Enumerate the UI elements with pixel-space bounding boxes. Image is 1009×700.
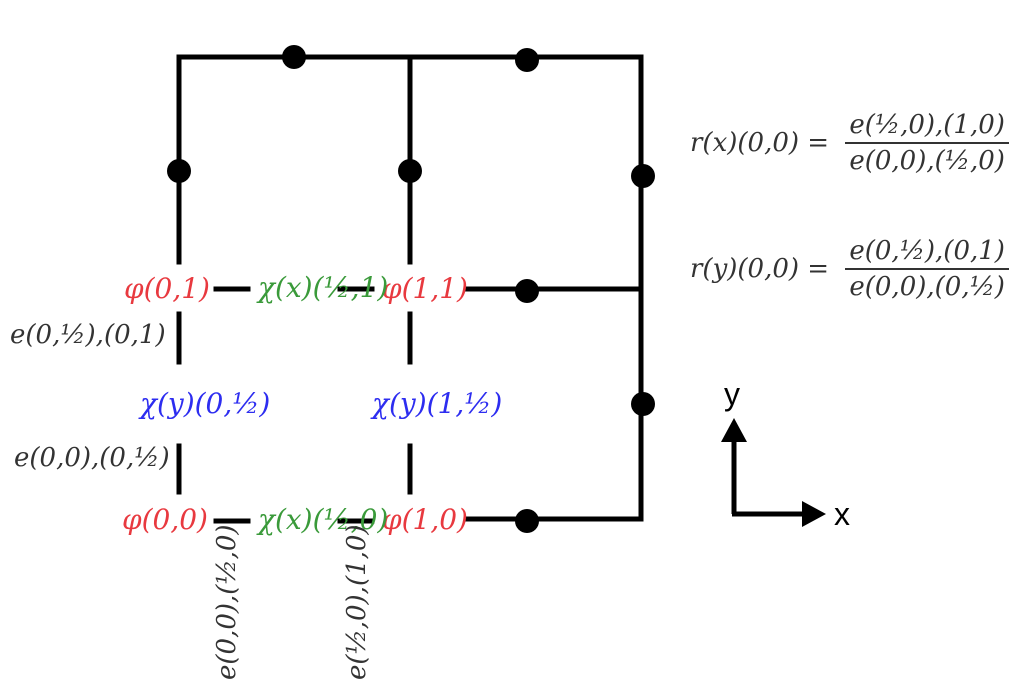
edge-00-0half-label: e(0,0),(0,½) [14, 443, 170, 473]
node-dot [631, 392, 655, 416]
ry-fraction: e(0,½),(0,1) e(0,0),(0,½) [845, 238, 1009, 300]
node-dot [515, 48, 539, 72]
edge-0half-01-label: e(0,½),(0,1) [10, 320, 166, 350]
ry-denominator: e(0,0),(0,½) [849, 272, 1005, 302]
chi-y-0-half-label: χ(y)(0,½) [140, 387, 271, 420]
node-dot [515, 509, 539, 533]
chi-y-1-half-label: χ(y)(1,½) [372, 387, 503, 420]
rx-fraction: e(½,0),(1,0) e(0,0),(½,0) [845, 112, 1009, 174]
rx-numerator: e(½,0),(1,0) [845, 112, 1009, 144]
edge-half0-10-label: e(½,0),(1,0) [342, 524, 372, 680]
rx-formula: r(x)(0,0) = e(½,0),(1,0) e(0,0),(½,0) [690, 112, 1009, 174]
rx-lhs: r(x)(0,0) = [690, 128, 830, 158]
node-dot [282, 45, 306, 69]
y-axis-label: y [724, 376, 740, 412]
chi-x-half-0-label: χ(x)(½,0) [258, 503, 389, 536]
frame-top-left [176, 54, 644, 522]
axes [721, 418, 826, 527]
node-dot [515, 279, 539, 303]
x-axis-label: x [834, 496, 850, 532]
node-dot [167, 159, 191, 183]
phi-1-0-label: φ(1,0) [382, 503, 468, 536]
x-arrow-head [802, 501, 826, 527]
ry-formula: r(y)(0,0) = e(0,½),(0,1) e(0,0),(0,½) [690, 238, 1009, 300]
node-dot [398, 159, 422, 183]
phi-1-1-label: φ(1,1) [382, 272, 468, 305]
y-arrow-head [721, 418, 747, 442]
lattice-diagram [167, 45, 826, 533]
phi-0-1-label: φ(0,1) [124, 272, 210, 305]
phi-0-0-label: φ(0,0) [122, 503, 208, 536]
rx-denominator: e(0,0),(½,0) [849, 146, 1005, 176]
node-dot [631, 164, 655, 188]
chi-x-half-1-label: χ(x)(½,1) [258, 271, 389, 304]
edge-00-half0-label: e(0,0),(½,0) [212, 524, 242, 680]
ry-numerator: e(0,½),(0,1) [845, 238, 1009, 270]
ry-lhs: r(y)(0,0) = [690, 254, 830, 284]
